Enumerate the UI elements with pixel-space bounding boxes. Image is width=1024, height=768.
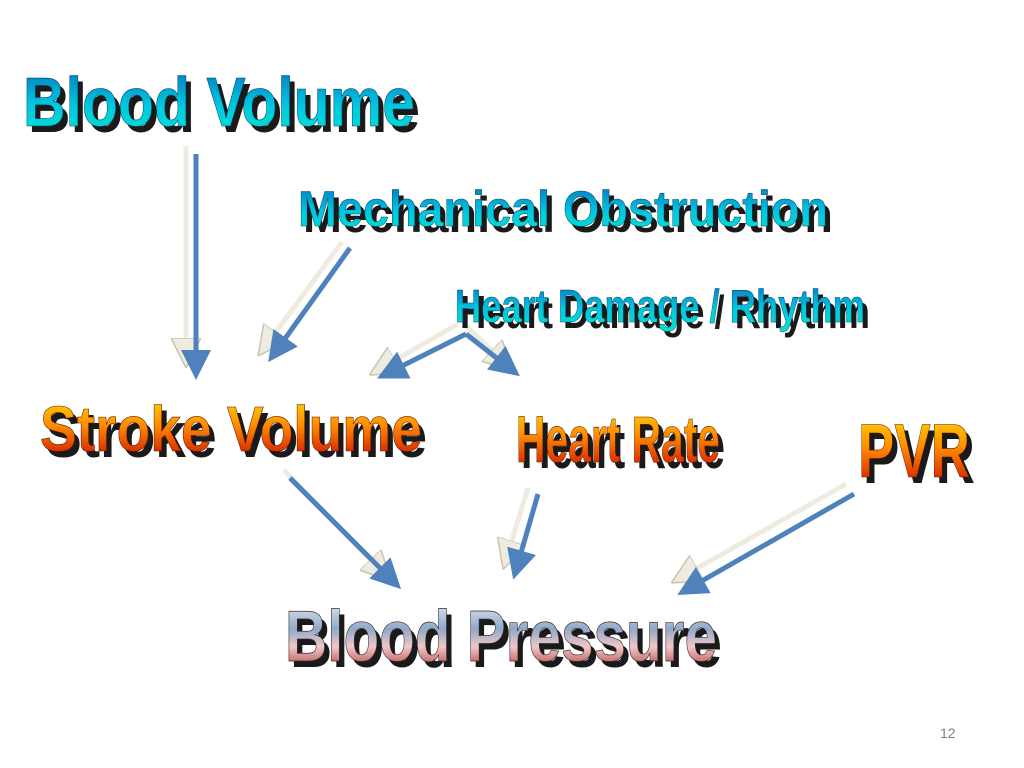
node-pvr: PVR PVR	[858, 409, 975, 500]
arrow-heart-damage-to-stroke-volume	[378, 321, 468, 379]
svg-text:Blood Pressure: Blood Pressure	[290, 603, 722, 683]
arrow-heart-damage-to-heart-rate	[464, 324, 520, 377]
node-mechanical-obstruction: Mechanical Obstruction Mechanical Obstru…	[298, 181, 833, 243]
arrow-heart-rate-to-blood-pressure	[506, 487, 541, 580]
arrow-pvr-to-blood-pressure	[680, 481, 856, 595]
svg-text:Blood Pressure: Blood Pressure	[285, 597, 717, 677]
svg-text:Stroke Volume: Stroke Volume	[45, 399, 427, 471]
svg-text:Mechanical Obstruction: Mechanical Obstruction	[298, 181, 828, 237]
node-stroke-volume: Stroke Volume Stroke Volume	[40, 393, 427, 471]
svg-text:Heart Damage / Rhythm: Heart Damage / Rhythm	[455, 280, 865, 332]
node-blood-pressure: Blood Pressure Blood Pressure	[285, 597, 722, 683]
svg-text:PVR: PVR	[863, 415, 975, 500]
node-heart-rate: Heart Rate Heart Rate	[516, 402, 725, 482]
node-heart-damage-rhythm: Heart Damage / Rhythm Heart Damage / Rhy…	[455, 280, 870, 338]
svg-text:Stroke Volume: Stroke Volume	[40, 393, 422, 465]
page-number: 12	[940, 725, 956, 741]
arrow-mechanical-obstruction-to-stroke-volume	[264, 240, 353, 363]
svg-text:Heart Damage / Rhythm: Heart Damage / Rhythm	[460, 286, 870, 338]
svg-text:Heart Rate: Heart Rate	[516, 402, 720, 476]
arrow-blood-volume-to-stroke-volume	[186, 146, 211, 380]
node-blood-volume: Blood Volume Blood Volume	[23, 63, 420, 147]
svg-text:Blood Volume: Blood Volume	[23, 63, 415, 141]
arrow-stroke-volume-to-blood-pressure	[282, 468, 402, 590]
svg-text:Blood Volume: Blood Volume	[28, 69, 420, 147]
svg-text:Mechanical Obstruction: Mechanical Obstruction	[303, 187, 833, 243]
svg-text:Heart Rate: Heart Rate	[521, 408, 725, 482]
svg-text:PVR: PVR	[858, 409, 970, 494]
